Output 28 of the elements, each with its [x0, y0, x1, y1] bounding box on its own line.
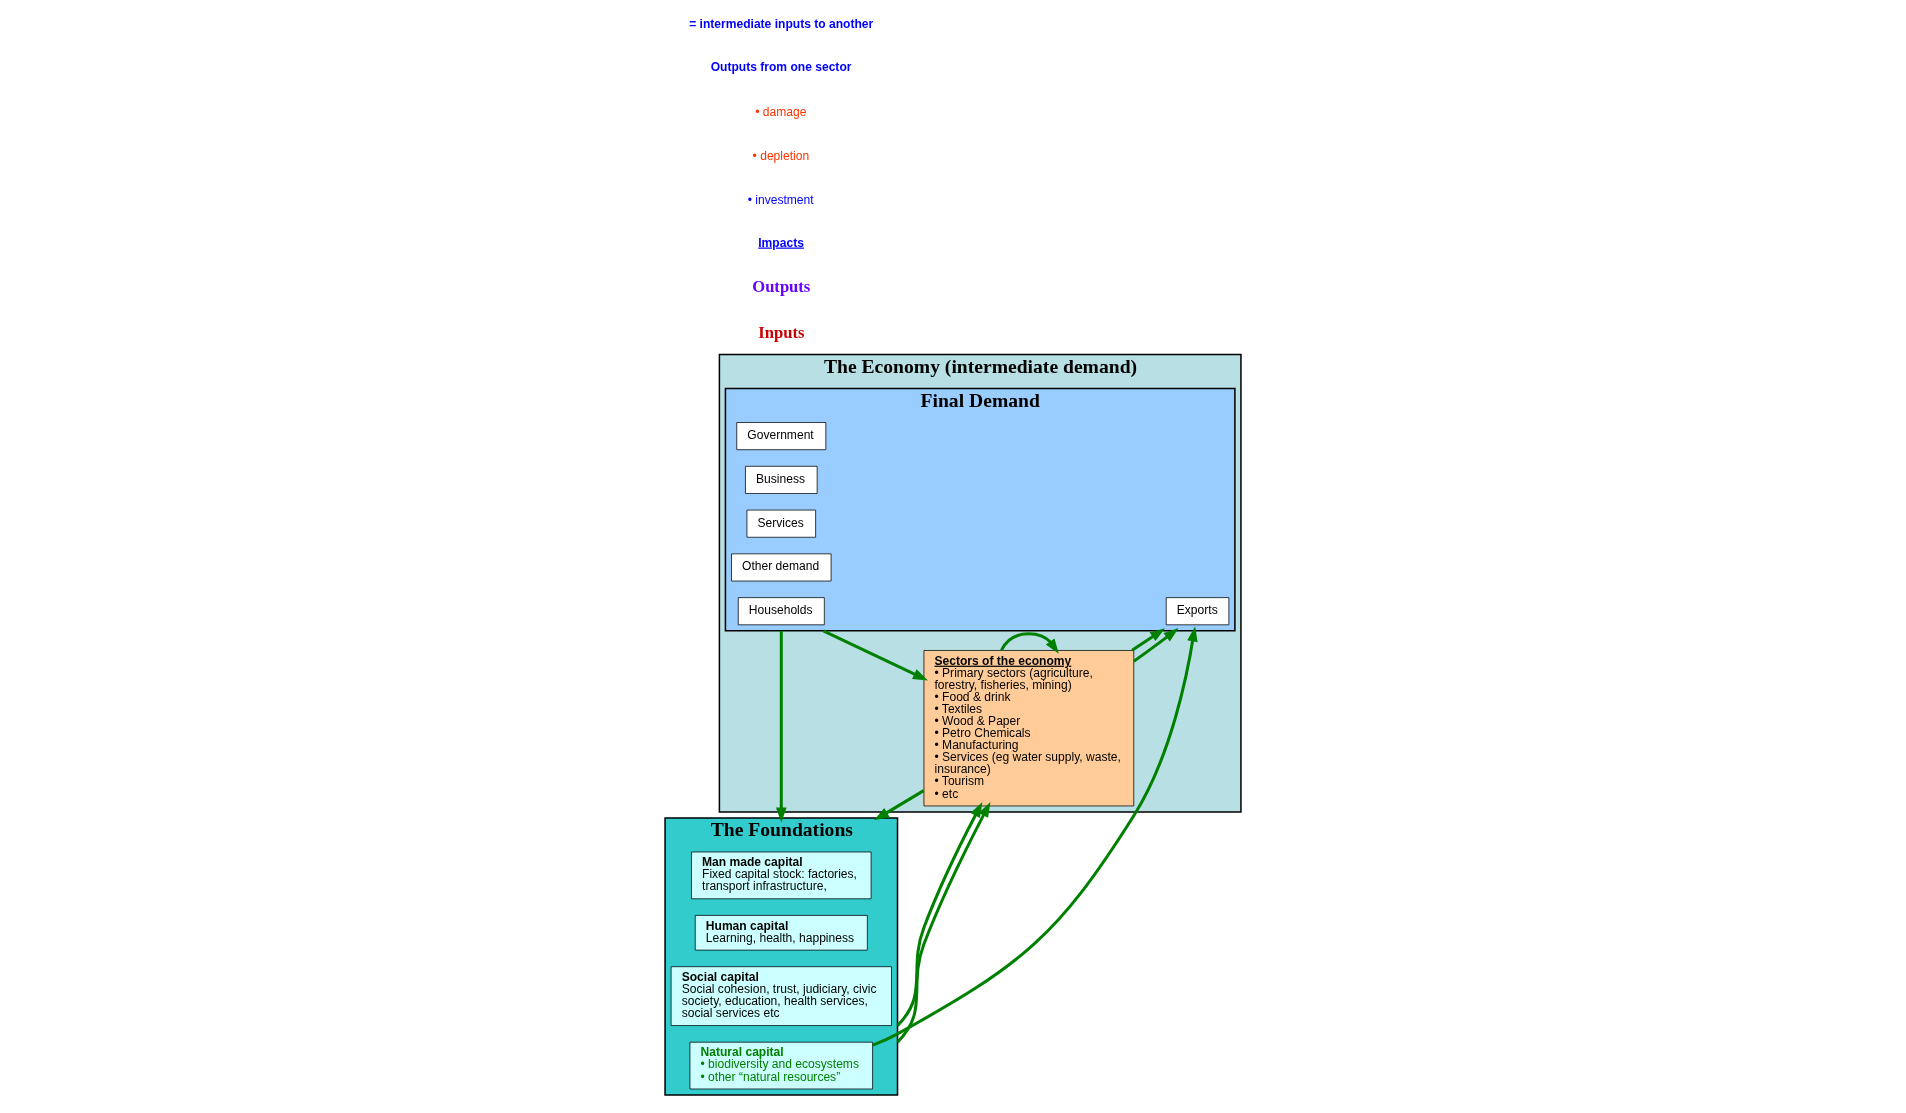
node-box: Social capital Social cohesion, trust, judiciary, civic society, education, health services, social services etc: [670, 966, 892, 1026]
arrow: [776, 630, 787, 823]
node-box: Natural capital • biodiversity and ecosystems • other “natural resources”: [689, 1041, 873, 1090]
node-box: Other demand: [731, 553, 832, 582]
label: Outputs: [752, 277, 811, 297]
arrow: [1000, 632, 1059, 654]
label: • investment: [747, 192, 814, 207]
label: • damage: [755, 104, 807, 119]
label: • depletion: [752, 148, 810, 163]
arrow: [1131, 628, 1166, 652]
arrow: [896, 801, 991, 1044]
label: = intermediate inputs to another: [689, 16, 874, 31]
arrow: [896, 802, 983, 1027]
node-box: Services: [746, 509, 816, 538]
label: Inputs: [758, 322, 805, 342]
arrow: [874, 789, 925, 821]
node-box: Government: [736, 422, 827, 451]
node-box: Households: [737, 597, 825, 626]
node-box: Sectors of the economy • Primary sectors (agriculture, forestry, fisheries, mining) • Food & drink • Textiles • Wood & Paper • Petro Chemicals • Manufacturing • Services (eg water supply, waste, insurance) • Tourism • etc: [923, 650, 1135, 807]
arrow: [872, 626, 1198, 1047]
label: Outputs from one sector: [710, 60, 852, 75]
node-box: Business: [745, 465, 818, 494]
node-box: Exports: [1165, 597, 1230, 626]
node-box: Man made capital Fixed capital stock: factories, transport infrastructure,: [691, 851, 872, 900]
label: Impacts: [758, 235, 804, 250]
arrow: [822, 629, 928, 681]
node-box: Human capital Learning, health, happiness: [694, 915, 868, 951]
arrow: [1132, 628, 1179, 663]
